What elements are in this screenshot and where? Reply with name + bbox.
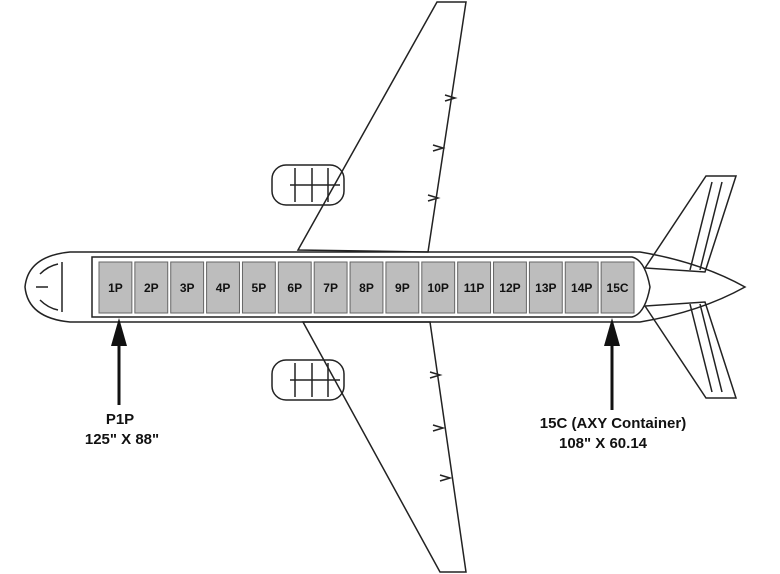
- wing-fairings: [427, 94, 458, 482]
- lower-stabilizer: [643, 301, 738, 399]
- cargo-position-box: [457, 261, 492, 314]
- cargo-position-box: [600, 261, 635, 314]
- cargo-position-3p: 3P: [170, 261, 205, 314]
- cargo-position-label: 14P: [571, 281, 592, 295]
- cargo-position-label: 3P: [180, 281, 195, 295]
- arrow-15c: [604, 318, 620, 410]
- cargo-position-10p: 10P: [421, 261, 456, 314]
- upper-engine: [271, 164, 345, 206]
- cargo-position-label: 11P: [464, 281, 485, 295]
- cargo-position-11p: 11P: [457, 261, 492, 314]
- cargo-position-box: [564, 261, 599, 314]
- cargo-position-1p: 1P: [98, 261, 133, 314]
- cargo-position-box: [421, 261, 456, 314]
- callout-15c-name: 15C (AXY Container): [540, 415, 686, 432]
- cargo-position-box: [385, 261, 420, 314]
- cargo-position-7p: 7P: [313, 261, 348, 314]
- cargo-position-box: [277, 261, 312, 314]
- cargo-position-12p: 12P: [493, 261, 527, 314]
- arrow-1p: [111, 318, 127, 405]
- cargo-position-label: 2P: [144, 281, 159, 295]
- cargo-position-box: [206, 261, 240, 314]
- cargo-position-8p: 8P: [349, 261, 384, 314]
- cargo-position-label: 5P: [252, 281, 267, 295]
- callout-15c-dims: 108" X 60.14: [559, 435, 648, 452]
- cargo-position-label: 8P: [359, 281, 374, 295]
- cargo-position-14p: 14P: [564, 261, 599, 314]
- cargo-position-label: 12P: [499, 281, 520, 295]
- cargo-position-box: [313, 261, 348, 314]
- callout-1p-name: P1P: [106, 411, 134, 428]
- upper-wing: [296, 1, 467, 253]
- upper-stabilizer: [643, 175, 738, 273]
- cargo-position-box: [528, 261, 563, 314]
- cargo-position-9p: 9P: [385, 261, 420, 314]
- cargo-position-4p: 4P: [206, 261, 240, 314]
- callout-1p-dims: 125" X 88": [85, 431, 159, 448]
- cargo-position-box: [170, 261, 205, 314]
- cargo-position-box: [349, 261, 384, 314]
- cargo-position-15c: 15C: [600, 261, 635, 314]
- cargo-position-13p: 13P: [528, 261, 563, 314]
- cargo-position-label: 7P: [323, 281, 338, 295]
- cargo-position-label: 13P: [535, 281, 556, 295]
- cargo-position-box: [241, 261, 276, 314]
- cockpit-windows: [36, 262, 63, 312]
- lower-engine: [271, 359, 345, 401]
- cargo-position-label: 4P: [216, 281, 231, 295]
- cargo-position-label: 9P: [395, 281, 410, 295]
- cargo-position-2p: 2P: [134, 261, 169, 314]
- cargo-position-label: 15C: [607, 281, 629, 295]
- cargo-position-6p: 6P: [277, 261, 312, 314]
- cargo-position-5p: 5P: [241, 261, 276, 314]
- cargo-position-label: 1P: [108, 281, 123, 295]
- cargo-position-box: [134, 261, 169, 314]
- fuselage: [24, 251, 747, 323]
- cargo-position-label: 6P: [287, 281, 302, 295]
- cargo-position-label: 10P: [428, 281, 449, 295]
- cargo-position-box: [493, 261, 527, 314]
- cargo-position-box: [98, 261, 133, 314]
